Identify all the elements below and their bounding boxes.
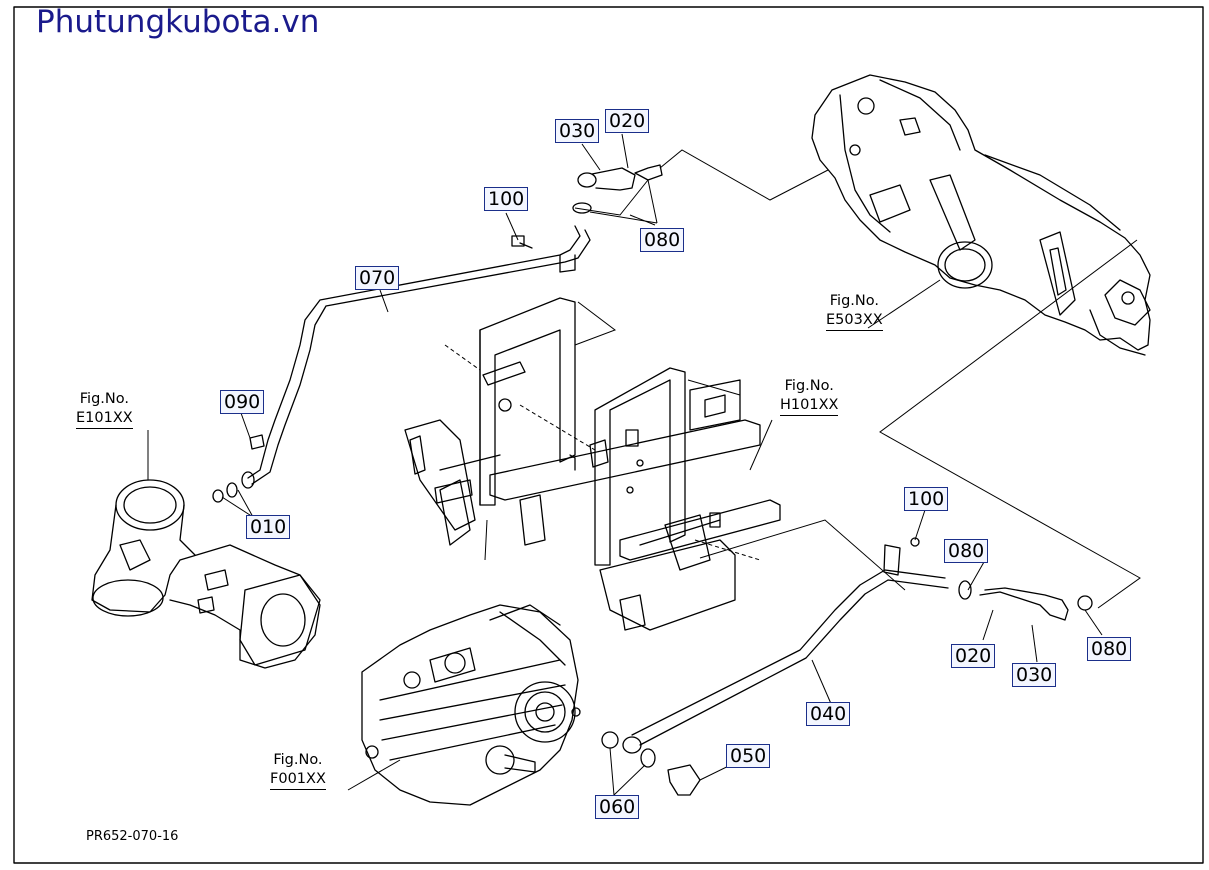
figure-ref-code: F001XX [270,770,326,790]
part-label-010[interactable]: 010 [246,515,291,539]
figure-ref-prefix: Fig.No. [273,752,323,768]
part-label-080-bottom[interactable]: 080 [1087,637,1132,661]
part-label-030-top[interactable]: 030 [555,119,600,143]
part-label-060[interactable]: 060 [595,795,640,819]
part-label-030-bottom[interactable]: 030 [1012,663,1057,687]
bottom-hose-assembly-drawing [571,537,1093,796]
part-label-020-bottom[interactable]: 020 [951,644,996,668]
figure-ref-prefix: Fig.No. [829,293,879,309]
figure-ref-code: H101XX [780,396,839,416]
part-label-040[interactable]: 040 [806,702,851,726]
figure-ref-h101xx[interactable]: Fig.No. H101XX [780,377,839,416]
part-label-080-bottom-left[interactable]: 080 [944,539,989,563]
figure-ref-e101xx[interactable]: Fig.No. E101XX [76,390,133,429]
figure-ref-code: E101XX [76,409,133,429]
figure-ref-e503xx[interactable]: Fig.No. E503XX [826,292,883,331]
bottom-transmission-drawing [361,604,579,806]
part-label-050[interactable]: 050 [726,744,771,768]
left-housing-drawing [91,479,321,669]
site-watermark: Phutungkubota.vn [36,4,320,40]
frame-bracket-drawing [404,297,781,631]
figure-ref-f001xx[interactable]: Fig.No. F001XX [270,751,326,790]
figure-ref-prefix: Fig.No. [79,391,129,407]
leader-lines [147,133,1141,796]
engine-housing-drawing [811,74,1151,356]
part-label-020-top[interactable]: 020 [605,109,650,133]
part-label-090[interactable]: 090 [220,390,265,414]
part-label-100-top[interactable]: 100 [484,187,529,211]
page-border [13,6,1204,864]
part-label-070[interactable]: 070 [355,266,400,290]
figure-ref-code: E503XX [826,311,883,331]
part-label-100-bottom[interactable]: 100 [904,487,949,511]
drawing-code: PR652-070-16 [86,829,179,844]
figure-ref-prefix: Fig.No. [784,378,834,394]
part-label-080-top[interactable]: 080 [640,228,685,252]
top-hose-assembly-drawing [212,164,663,503]
